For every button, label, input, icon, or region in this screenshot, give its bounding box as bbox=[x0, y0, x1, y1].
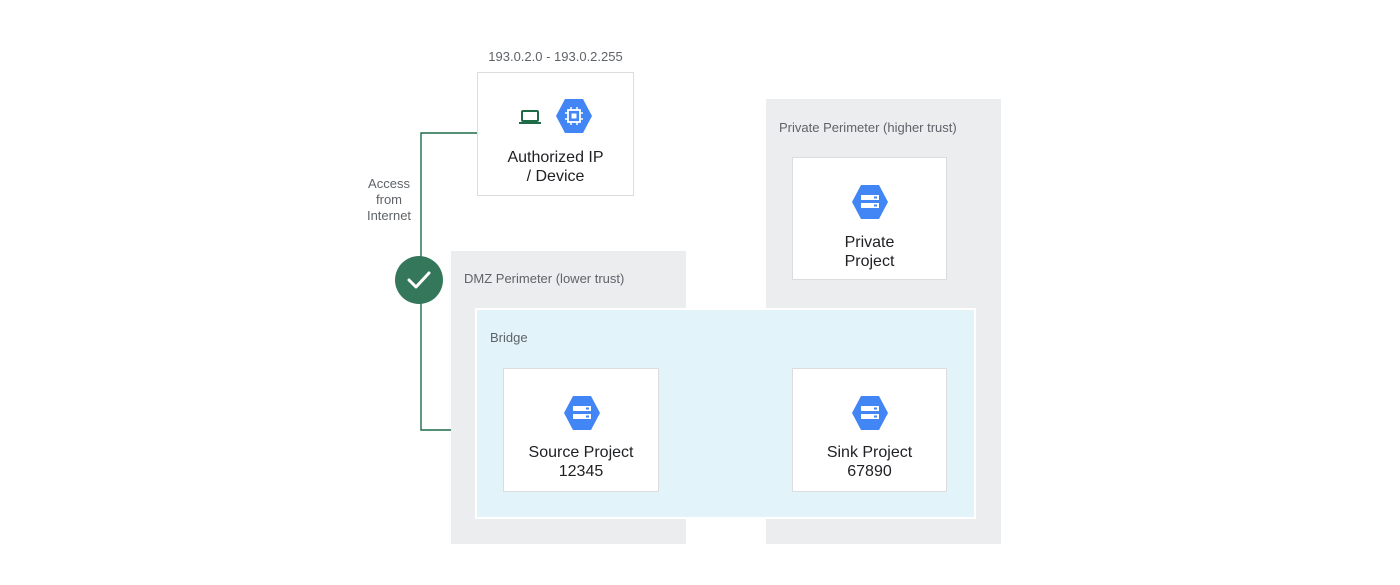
source-project-title: Source Project 12345 bbox=[528, 444, 634, 480]
authorized-device-card: Authorized IP / Device bbox=[477, 72, 634, 196]
cloud-storage-icon bbox=[852, 396, 888, 430]
cloud-storage-icon bbox=[852, 185, 888, 219]
private-project-title: Private Project bbox=[844, 234, 895, 270]
sink-project-card: Sink Project 67890 bbox=[792, 368, 947, 492]
private-perimeter-label: Private Perimeter (higher trust) bbox=[779, 120, 957, 135]
authorized-device-title: Authorized IP / Device bbox=[507, 149, 604, 185]
dmz-perimeter-label: DMZ Perimeter (lower trust) bbox=[464, 271, 625, 286]
check-icon bbox=[395, 256, 443, 304]
access-from-internet-label: Access from Internet bbox=[366, 176, 412, 223]
compute-engine-icon bbox=[556, 99, 592, 133]
laptop-icon bbox=[519, 110, 541, 124]
private-project-card: Private Project bbox=[792, 157, 947, 280]
ip-range-label: 193.0.2.0 - 193.0.2.255 bbox=[488, 49, 623, 64]
sink-project-title: Sink Project 67890 bbox=[826, 444, 913, 480]
bridge-label: Bridge bbox=[490, 330, 528, 345]
cloud-storage-icon bbox=[564, 396, 600, 430]
source-project-card: Source Project 12345 bbox=[503, 368, 659, 492]
